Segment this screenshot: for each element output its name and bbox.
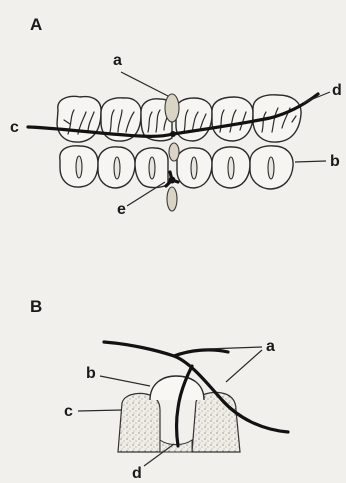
panel-b-label: B <box>30 297 42 316</box>
lower-body <box>167 187 177 211</box>
callout-e: e <box>117 201 126 218</box>
upper-tooth-4 <box>176 98 212 141</box>
callout-d: d <box>332 82 342 99</box>
right-stalk <box>192 392 240 452</box>
callout-b-d: d <box>132 465 142 482</box>
callout-b-a: a <box>266 338 275 355</box>
central-junction-lower-node <box>169 177 176 184</box>
panel-a-label: A <box>30 15 42 34</box>
callout-a: a <box>113 52 122 69</box>
leader-a <box>121 72 168 96</box>
leader-b-a-2 <box>226 350 262 382</box>
callout-c: c <box>10 119 19 136</box>
central-structure <box>165 94 179 211</box>
panel-b: B a b c d <box>30 297 288 482</box>
lower-tooth-4-lumen <box>191 157 197 179</box>
callout-b-c: c <box>64 403 73 420</box>
lower-tooth-5-lumen <box>228 157 234 179</box>
lower-tooth-1-lumen <box>76 156 82 178</box>
upper-tooth-1 <box>57 96 101 142</box>
dome <box>150 376 204 400</box>
lower-tooth-3-lumen <box>149 157 155 179</box>
left-stalk <box>118 393 160 452</box>
leader-b-c <box>78 410 122 411</box>
mid-body <box>169 143 179 161</box>
lower-tooth-2-lumen <box>114 157 120 179</box>
leader-b <box>295 161 326 162</box>
panel-a: A <box>10 15 342 218</box>
upper-body-a <box>165 94 179 122</box>
lower-tooth-6-lumen <box>268 157 274 179</box>
leader-b-a-1 <box>206 347 262 349</box>
panel-b-branch-upper <box>174 350 228 356</box>
callout-b: b <box>330 153 340 170</box>
callout-b-b: b <box>86 365 96 382</box>
leader-b-b <box>100 376 150 386</box>
